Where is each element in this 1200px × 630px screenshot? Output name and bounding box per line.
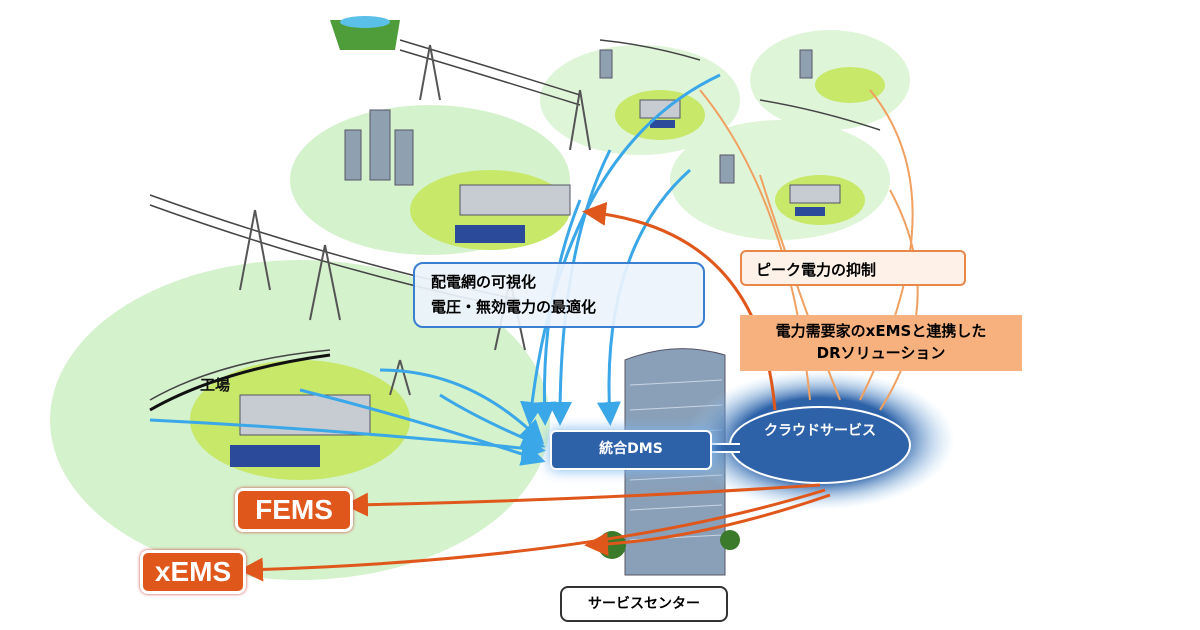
dr-line2: DRソリューション [816, 344, 946, 362]
fems-badge: FEMS [235, 488, 353, 532]
solar-panels [230, 120, 825, 467]
peak-suppression-callout: ピーク電力の抑制 [740, 250, 966, 286]
factory-label: 工場 [200, 376, 231, 394]
cloud-service-label: クラウドサービス [764, 423, 876, 439]
cloud-service [729, 406, 911, 484]
dr-solution-callout: 電力需要家のxEMSと連携した DRソリューション [740, 315, 1022, 371]
service-center-label: サービスセンター [560, 586, 728, 622]
dam-icon [330, 20, 400, 50]
visualization-line2: 電圧・無効電力の最適化 [431, 298, 597, 316]
visualization-line1: 配電網の可視化 [431, 273, 537, 291]
xems-badge: xEMS [140, 550, 246, 594]
visualization-callout: 配電網の可視化 電圧・無効電力の最適化 [413, 262, 705, 328]
integrated-dms-box: 統合DMS [550, 430, 712, 470]
area-right-mid [670, 120, 890, 240]
pylons [239, 44, 591, 396]
dr-line1: 電力需要家のxEMSと連携した [775, 322, 987, 340]
buildings [239, 49, 841, 436]
